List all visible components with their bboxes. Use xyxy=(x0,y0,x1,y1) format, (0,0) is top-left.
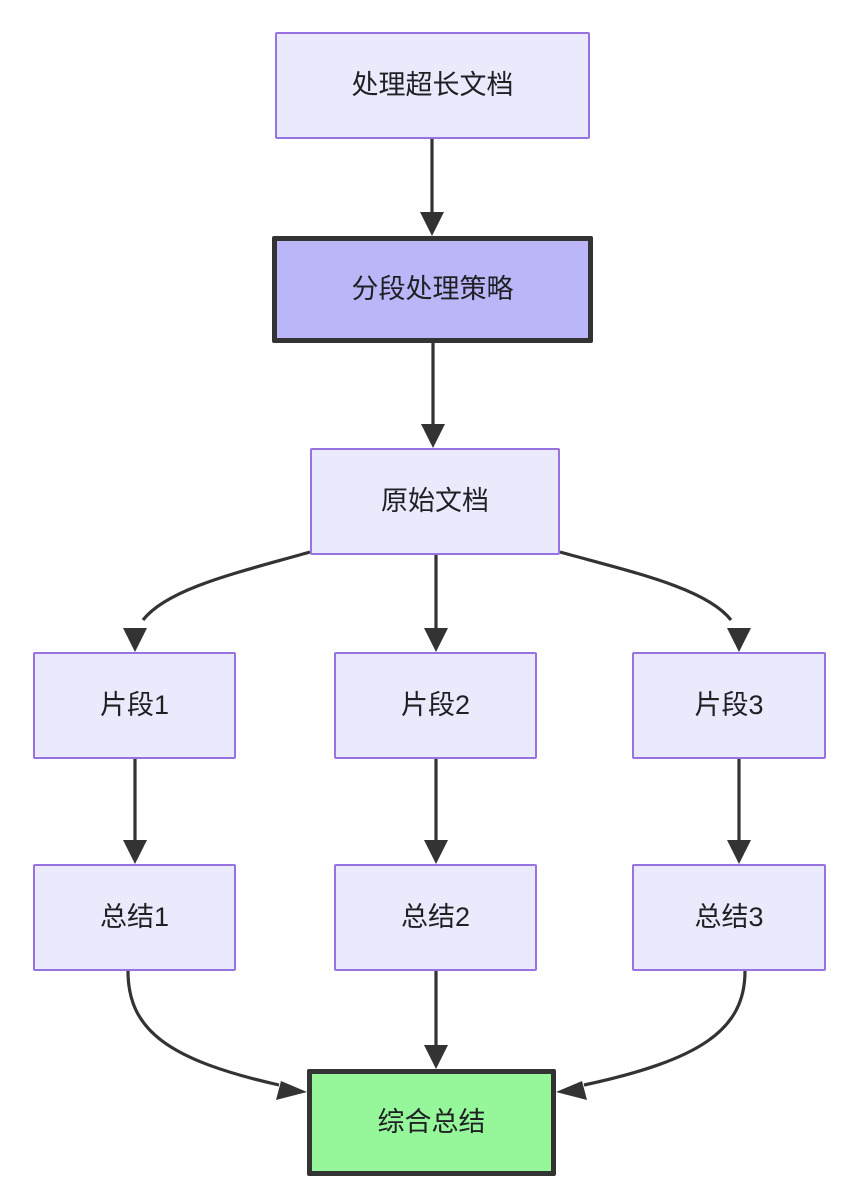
node-source-doc[interactable]: 原始文档 xyxy=(310,448,560,555)
node-source-doc-label: 原始文档 xyxy=(381,486,489,517)
edge-summary-1-to-final-summary xyxy=(126,970,307,1100)
node-fragment-2[interactable]: 片段2 xyxy=(334,652,537,759)
node-fragment-2-label: 片段2 xyxy=(400,690,471,721)
node-final-summary-label: 综合总结 xyxy=(377,1107,486,1138)
edge-long-doc-to-chunk-strategy xyxy=(420,139,444,236)
node-summary-2-label: 总结2 xyxy=(400,902,471,933)
edge-fragment-2-to-summary-2 xyxy=(424,759,448,864)
node-fragment-3[interactable]: 片段3 xyxy=(632,652,826,759)
node-chunk-strategy[interactable]: 分段处理策略 xyxy=(272,236,593,343)
edge-fragment-1-to-summary-1 xyxy=(123,759,147,864)
node-summary-3-label: 总结3 xyxy=(694,902,764,933)
node-long-doc[interactable]: 处理超长文档 xyxy=(275,32,590,139)
edge-source-doc-to-fragment-3 xyxy=(559,550,751,652)
node-final-summary[interactable]: 综合总结 xyxy=(307,1069,556,1176)
node-fragment-1[interactable]: 片段1 xyxy=(33,652,236,759)
node-chunk-strategy-label: 分段处理策略 xyxy=(351,274,514,305)
edge-summary-3-to-final-summary xyxy=(556,970,747,1100)
node-summary-3[interactable]: 总结3 xyxy=(632,864,826,971)
node-summary-1[interactable]: 总结1 xyxy=(33,864,236,971)
edge-summary-2-to-final-summary xyxy=(424,971,448,1069)
edge-source-doc-to-fragment-1 xyxy=(123,550,311,652)
node-summary-1-label: 总结1 xyxy=(99,902,170,933)
edge-chunk-strategy-to-source-doc xyxy=(421,343,445,448)
node-fragment-1-label: 片段1 xyxy=(99,690,170,721)
edge-source-doc-to-fragment-2 xyxy=(424,555,448,652)
node-fragment-3-label: 片段3 xyxy=(694,690,764,721)
node-long-doc-label: 处理超长文档 xyxy=(351,70,514,101)
node-summary-2[interactable]: 总结2 xyxy=(334,864,537,971)
edge-fragment-3-to-summary-3 xyxy=(727,759,751,864)
